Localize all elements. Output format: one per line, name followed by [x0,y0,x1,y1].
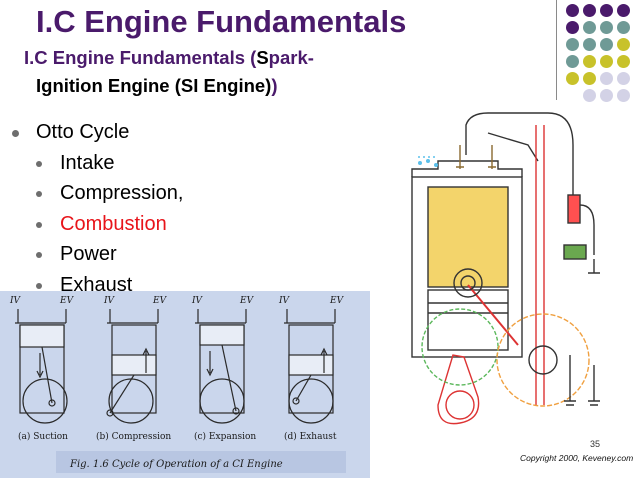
valve-label: EV [152,296,168,306]
figure-caption: Fig. 1.6 Cycle of Operation of a CI Engi… [69,459,283,470]
valve-label: IV [278,296,291,306]
dot [617,38,630,51]
valve-label: IV [9,296,22,306]
dot [566,38,579,51]
subtitle-part2: S [256,47,269,68]
cycle-diagram-drawing: IV EV IV EV IV EV IV EV [9,296,346,473]
caption-band [56,451,346,473]
cycle-operation-figure: IV EV IV EV IV EV IV EV [0,291,370,478]
dot [583,55,596,68]
engine-animation-figure [398,105,638,435]
bullet-text: Combustion [60,212,167,235]
valve-label: IV [103,296,116,306]
dot [566,55,579,68]
dot [583,89,596,102]
battery-icon [563,244,587,260]
bullet-text: Compression, [60,182,184,204]
engine-drawing [411,112,600,425]
subtitle-line2: Ignition Engine (SI Engine) [36,75,272,96]
valve-label: EV [59,296,75,306]
bullet-text: Intake [60,151,115,174]
bullet-dot-icon [36,191,42,197]
stroke-label: (b) Compression [96,431,171,442]
subtitle-line2-wrap: Ignition Engine (SI Engine)) [24,72,384,100]
slide-subtitle: I.C Engine Fundamentals (Spark- Ignition… [24,44,384,100]
dot [600,21,613,34]
dot [583,21,596,34]
dot [583,38,596,51]
dot [600,72,613,85]
dot [617,89,630,102]
bullet-text: Exhaust [60,273,133,296]
bullet-dot-icon [36,160,42,167]
dot [583,72,596,85]
dot [566,72,579,85]
dot [600,4,613,17]
dot [600,55,613,68]
gear-icon [496,313,590,407]
subtitle-line2-close: ) [271,75,278,96]
stroke-label: (c) Expansion [194,431,256,442]
copyright-notice: Copyright 2000, Keveney.com [520,453,634,463]
subtitle-part1: I.C Engine Fundamentals ( [24,47,257,68]
dot [583,4,596,17]
gear-icon [421,308,499,386]
bullet-dot-icon [12,130,19,137]
dot [617,72,630,85]
subtitle-part3: park- [268,47,314,68]
dot [600,89,613,102]
dot [617,55,630,68]
page-number: 35 [590,439,601,449]
dot [566,4,579,17]
dot [600,38,613,51]
bullet-text: Power [60,243,117,265]
bullet-dot-icon [36,221,42,228]
dot [617,4,630,17]
corner-divider [556,0,557,100]
valve-label: EV [239,296,255,306]
ignition-coil-icon [567,194,581,224]
dot [566,21,579,34]
bullet-dot-icon [36,282,42,289]
stroke-label: (a) Suction [18,431,68,442]
bullet-text: Otto Cycle [36,121,130,143]
stroke-label: (d) Exhaust [284,431,337,442]
valve-label: EV [329,296,345,306]
valve-label: IV [191,296,204,306]
bullet-dot-icon [36,252,42,258]
slide-title: I.C Engine Fundamentals [36,4,407,39]
dot [617,21,630,34]
